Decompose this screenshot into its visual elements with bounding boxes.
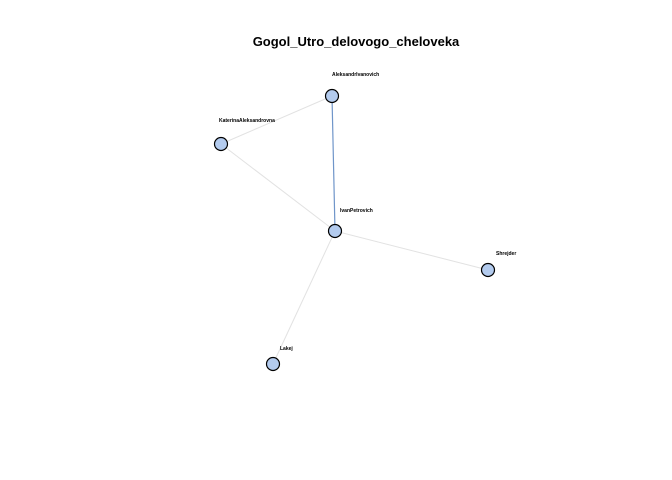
edges-layer [220, 95, 489, 365]
node-label: IvanPetrovich [340, 208, 373, 214]
node-AleksandrIvanovich: AleksandrIvanovich [324, 72, 379, 104]
node-KaterinaAleksandrovna: KaterinaAleksandrovna [213, 118, 275, 152]
node-circle [324, 88, 340, 104]
edge-KaterinaAleksandrovna-IvanPetrovich [220, 143, 336, 232]
node-Shrejder: Shrejder [480, 251, 516, 278]
node-circle [213, 136, 229, 152]
node-circle [480, 262, 496, 278]
node-label: AleksandrIvanovich [332, 72, 379, 78]
node-circle [327, 223, 343, 239]
graph-title: Gogol_Utro_delovogo_cheloveka [253, 34, 460, 49]
edge-AleksandrIvanovich-IvanPetrovich [331, 95, 336, 232]
node-label: KaterinaAleksandrovna [219, 118, 275, 124]
edge-IvanPetrovich-Lakej [272, 230, 336, 365]
node-circle [265, 356, 281, 372]
edge-IvanPetrovich-Shrejder [334, 230, 489, 271]
node-label: Lakej [280, 346, 293, 352]
node-IvanPetrovich: IvanPetrovich [327, 208, 373, 239]
node-label: Shrejder [496, 251, 516, 257]
node-Lakej: Lakej [265, 346, 293, 372]
nodes-layer: AleksandrIvanovichKaterinaAleksandrovnaI… [213, 72, 516, 372]
edge-AleksandrIvanovich-KaterinaAleksandrovna [220, 95, 333, 145]
